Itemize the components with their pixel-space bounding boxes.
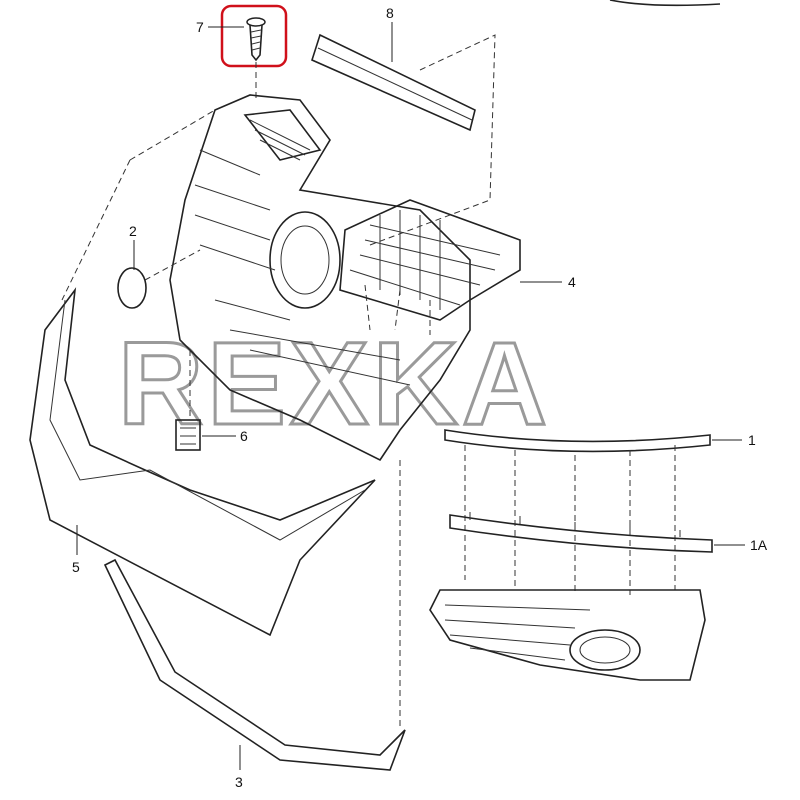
fog-light-grille[interactable]	[429, 589, 706, 681]
callout-6: 6	[240, 428, 248, 444]
callout-4: 4	[568, 274, 576, 290]
callout-2: 2	[129, 223, 137, 239]
callout-1A: 1A	[750, 537, 768, 553]
part-1A-trim[interactable]	[449, 512, 713, 553]
part-2-cap[interactable]	[117, 267, 147, 309]
highlight-box	[220, 4, 288, 68]
part-1-trim[interactable]	[444, 429, 711, 453]
watermark: REXKA	[118, 318, 551, 450]
part-3-lower-strip[interactable]	[103, 558, 406, 771]
part-6-clip[interactable]	[175, 419, 201, 451]
edge-arc	[609, 0, 721, 7]
callout-8: 8	[386, 5, 394, 21]
part-4-grille-insert[interactable]	[339, 199, 521, 321]
part-8-upper-strip[interactable]	[311, 33, 476, 132]
callout-3: 3	[235, 774, 243, 790]
part-7-screw[interactable]	[246, 17, 266, 62]
callout-1: 1	[748, 432, 756, 448]
callout-7: 7	[196, 19, 204, 35]
part-grille[interactable]	[169, 94, 471, 462]
callout-5: 5	[72, 559, 80, 575]
part-5-bumper[interactable]	[29, 287, 376, 637]
